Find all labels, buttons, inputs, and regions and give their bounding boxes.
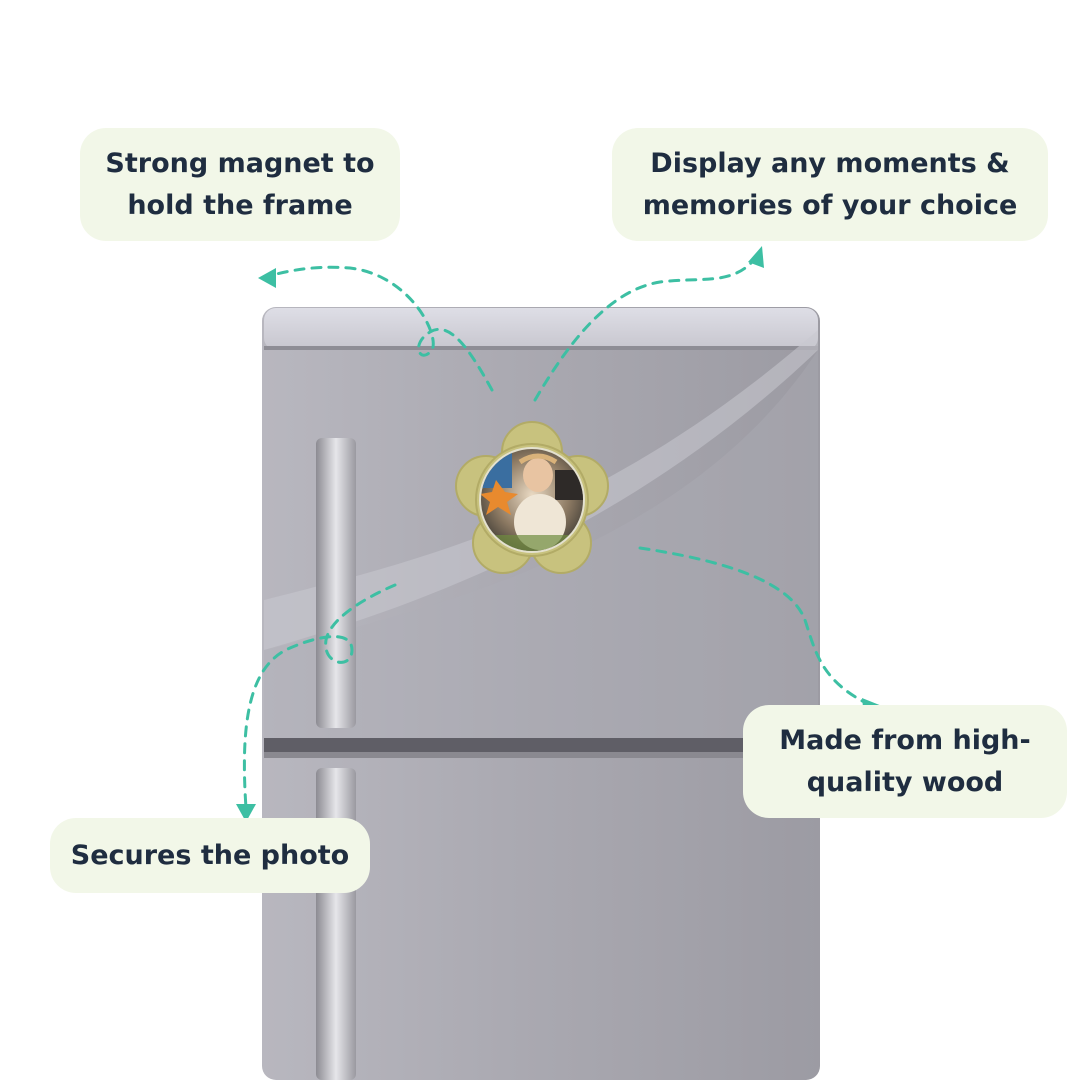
callout-display-moments: Display any moments & memories of your c… (612, 128, 1048, 241)
callout-secures-text: Secures the photo (70, 839, 350, 871)
arrow-wood (638, 546, 870, 706)
arrowhead-magnet (258, 268, 276, 288)
door-gap (264, 738, 818, 752)
fridge-body (262, 307, 820, 1080)
fridge-top-seam (264, 346, 818, 350)
arrow-magnet (266, 265, 494, 392)
flower-photo-frame (455, 421, 609, 574)
fridge-reflection (264, 330, 818, 650)
fridge-shade (264, 350, 818, 740)
arrow-secures (242, 583, 397, 810)
door-gap-shadow (264, 752, 818, 758)
arrowhead-display (748, 246, 764, 268)
callout-wood-line2: quality wood (806, 766, 1004, 798)
arrow-display (533, 260, 754, 402)
arrowhead-secures (236, 804, 256, 822)
callout-quality-wood: Made from high- quality wood (743, 705, 1067, 818)
fridge (262, 307, 820, 1080)
callout-magnet-line2: hold the frame (127, 189, 353, 221)
callout-strong-magnet: Strong magnet to hold the frame (80, 128, 400, 241)
fridge-top-cap (264, 308, 818, 350)
callout-secures-photo: Secures the photo (50, 818, 370, 893)
callout-display-line1: Display any moments & (650, 147, 1010, 179)
callout-arrows (242, 260, 870, 810)
callout-wood-line1: Made from high- (779, 724, 1031, 756)
callout-magnet-line1: Strong magnet to (105, 147, 375, 179)
lower-handle (316, 768, 356, 1080)
upper-handle (316, 438, 356, 728)
callout-display-line2: memories of your choice (642, 189, 1018, 221)
